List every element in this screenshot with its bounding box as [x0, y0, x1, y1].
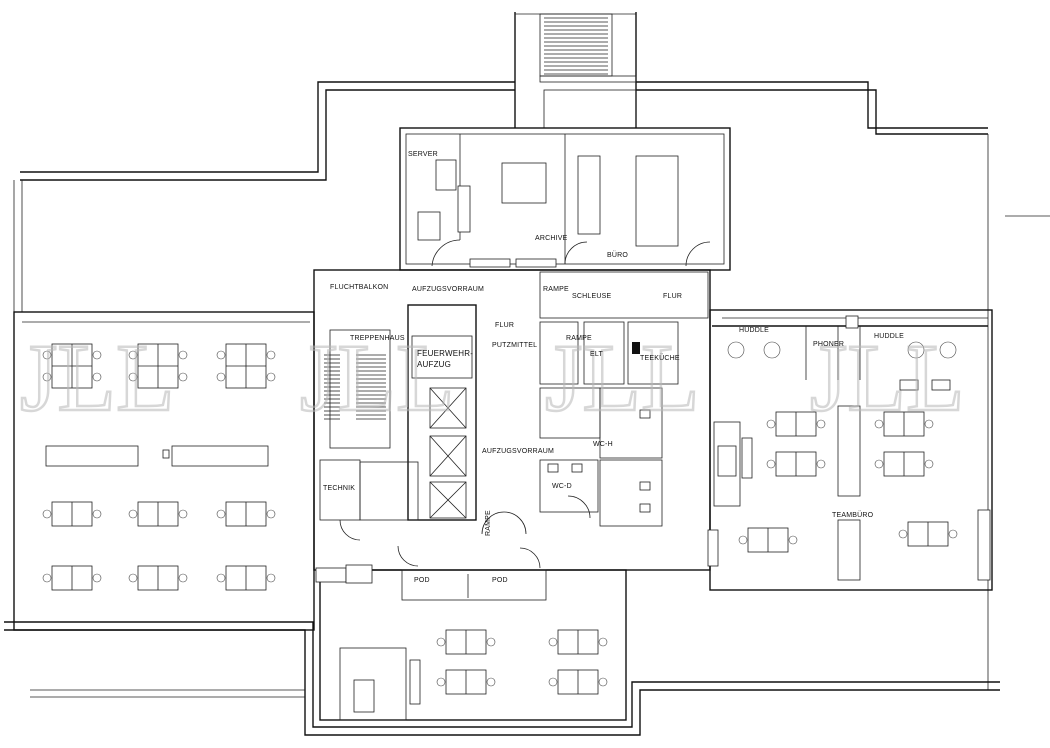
label-schleuse: SCHLEUSE [572, 293, 611, 300]
label-huddle-right: HUDDLE [874, 333, 904, 340]
label-fluchtbalkon: FLUCHTBALKON [330, 284, 388, 291]
desk-pair [548, 629, 608, 655]
watermark-text-center: JLL [545, 324, 700, 431]
label-elt: ELT [590, 351, 603, 358]
label-treppenhaus: TREPPENHAUS [350, 335, 405, 342]
desk-pair [42, 501, 102, 527]
desk-pair [128, 565, 188, 591]
desk-pair [874, 411, 934, 437]
label-teambuero: TEAMBÜRO [832, 511, 874, 519]
label-rampe-top: RAMPE [543, 286, 569, 293]
desk-pair [216, 501, 276, 527]
desk-pair [766, 411, 826, 437]
desk-cluster [42, 343, 102, 389]
watermark-logo: JLL JLL JLL JLL [19, 323, 966, 433]
room-labels: SERVER ARCHIVE BÜRO FLUCHTBALKON AUFZUGS… [323, 151, 904, 584]
label-pod-left: POD [414, 577, 430, 584]
label-pod-right: POD [492, 577, 508, 584]
desk-pair [874, 451, 934, 477]
bottom-office [315, 564, 627, 721]
watermark-text-left: JLL [20, 324, 175, 431]
desk-pair [128, 501, 188, 527]
watermark-text-right: JLL [810, 324, 965, 431]
label-aufzugsvorraum-top: AUFZUGSVORRAUM [412, 286, 484, 293]
label-teekueche: TEEKÜCHE [640, 354, 680, 362]
label-buero: BÜRO [607, 251, 628, 259]
label-wc-d: WC-D [552, 483, 572, 490]
desk-pair [42, 565, 102, 591]
label-phoner: PHONER [813, 341, 844, 348]
watermark-text-mid: JLL [300, 324, 455, 431]
desk-pair [766, 451, 826, 477]
right-office [707, 309, 993, 591]
label-archive: ARCHIVE [535, 235, 568, 242]
label-rampe-vertical: RAMPE [485, 510, 492, 536]
label-aufzugsvorraum-bottom: AUFZUGSVORRAUM [482, 448, 554, 455]
left-office [13, 311, 315, 631]
label-putzmittel: PUTZMITTEL [492, 342, 537, 349]
top-stair [539, 13, 637, 129]
label-flur-right: FLUR [663, 293, 682, 300]
label-technik: TECHNIK [323, 485, 355, 492]
desk-cluster [216, 343, 276, 389]
label-rampe-mid: RAMPE [566, 335, 592, 342]
desk-pair [436, 629, 496, 655]
label-feuerwehr-2: AUFZUG [417, 360, 451, 369]
label-huddle-left: HUDDLE [739, 327, 769, 334]
label-server: SERVER [408, 151, 438, 158]
desk-pair [548, 669, 608, 695]
label-flur-mid: FLUR [495, 322, 514, 329]
label-wc-h: WC-H [593, 441, 613, 448]
desk-cluster [128, 343, 188, 389]
label-feuerwehr-1: FEUERWEHR- [417, 349, 473, 358]
desk-pair [738, 527, 798, 553]
desk-pair [216, 565, 276, 591]
desk-pair [898, 521, 958, 547]
upper-core [399, 127, 731, 271]
desk-pair [436, 669, 496, 695]
